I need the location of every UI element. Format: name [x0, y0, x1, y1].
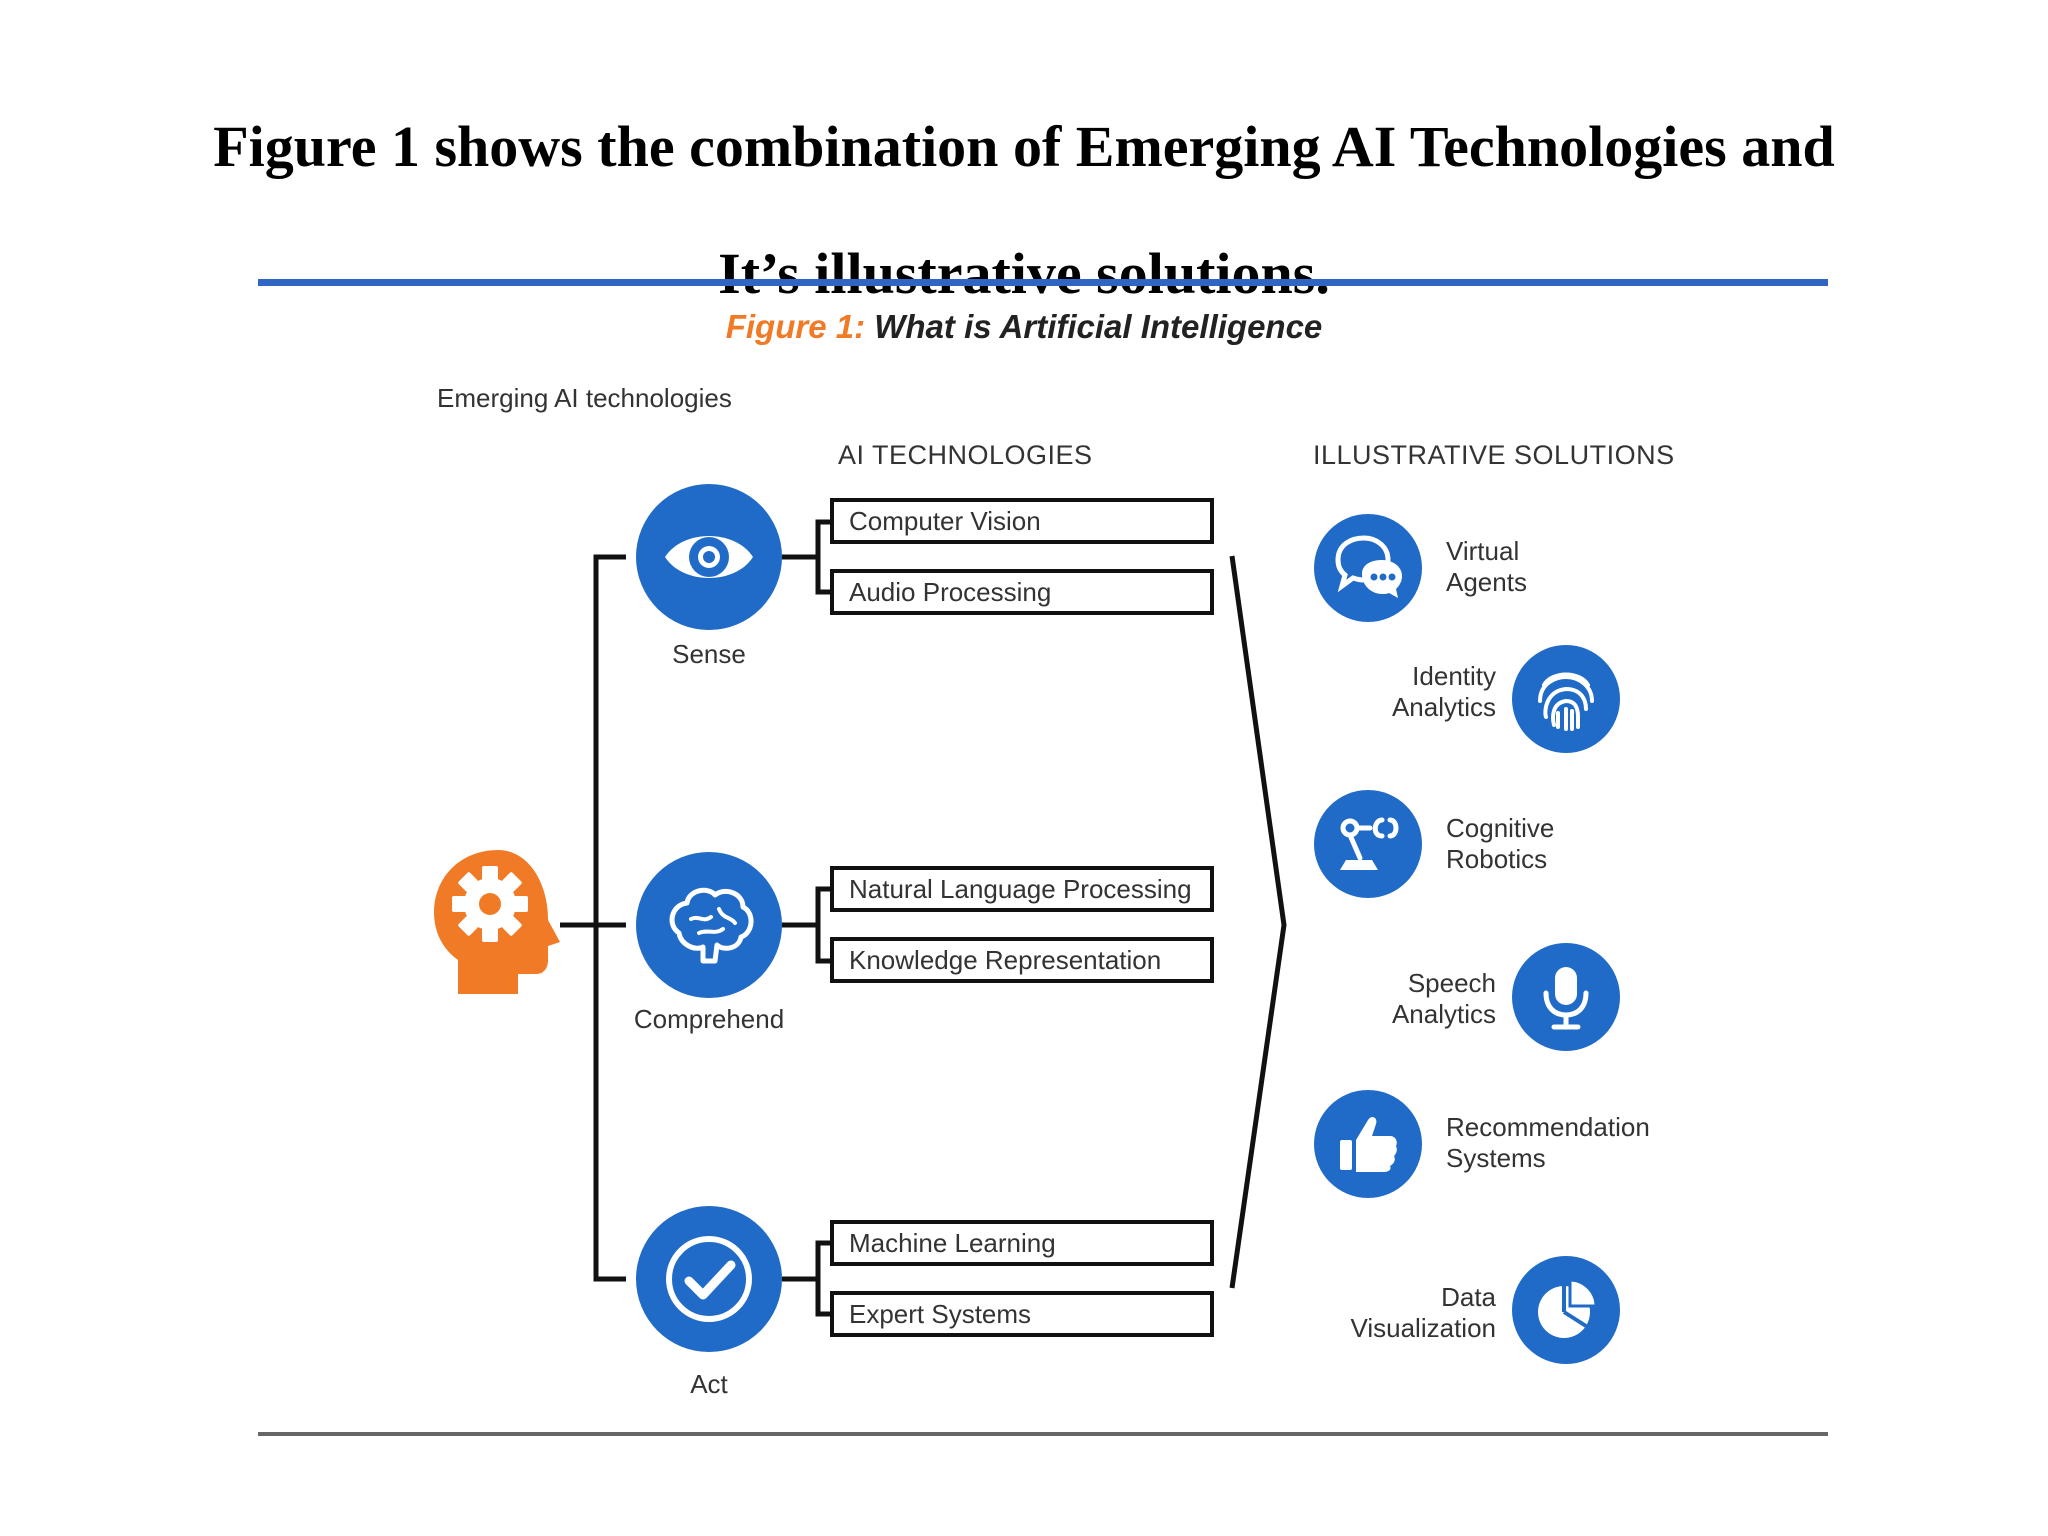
tech-box-machine-learning: Machine Learning [830, 1220, 1214, 1266]
solution-identity-analytics [1512, 645, 1620, 753]
capability-act [636, 1206, 782, 1352]
heading-line-2: It’s illustrative solutions. [718, 241, 1330, 306]
tech-box-knowledge-representation: Knowledge Representation [830, 937, 1214, 983]
microphone-icon [1543, 967, 1589, 1030]
solution-label-virtual-agents: Virtual Agents [1446, 536, 1527, 598]
thumbs-up-icon [1340, 1117, 1397, 1172]
tech-box-expert-systems: Expert Systems [830, 1291, 1214, 1337]
capability-comprehend [636, 852, 782, 998]
column-header-solutions: ILLUSTRATIVE SOLUTIONS [1313, 440, 1675, 470]
ai-head-gear-icon [428, 846, 568, 998]
pie-chart-icon [1538, 1278, 1598, 1338]
brain-icon [669, 887, 754, 964]
heading-line-1: Figure 1 shows the combination of Emergi… [213, 114, 1835, 179]
column-header-technologies: AI TECHNOLOGIES [838, 440, 1093, 470]
solution-label-cognitive-robotics: Cognitive Robotics [1446, 813, 1555, 875]
section-label: Emerging AI technologies [437, 383, 732, 413]
capability-label-comprehend: Comprehend [633, 1004, 785, 1034]
solution-label-data-visualization: Data Visualization [1350, 1282, 1496, 1344]
fingerprint-icon [1538, 672, 1594, 731]
capability-label-act: Act [690, 1369, 728, 1399]
solution-label-speech-analytics: Speech Analytics [1391, 968, 1496, 1030]
top-rule [258, 279, 1828, 286]
figure-title: Figure 1: What is Artificial Intelligenc… [0, 308, 2048, 346]
solution-speech-analytics [1512, 943, 1620, 1051]
figure-title-prefix: Figure 1: [725, 308, 866, 345]
tech-box-natural-language-processing: Natural Language Processing [830, 866, 1214, 912]
solution-cognitive-robotics [1314, 790, 1422, 898]
bottom-rule [258, 1432, 1828, 1436]
tech-box-audio-processing: Audio Processing [830, 569, 1214, 615]
solution-recommendation-systems [1314, 1090, 1422, 1198]
eye-icon [665, 536, 753, 578]
tech-box-computer-vision: Computer Vision [830, 498, 1214, 544]
robot-arm-icon [1340, 817, 1399, 870]
capability-label-sense: Sense [672, 639, 746, 669]
solution-label-recommendation-systems: Recommendation Systems [1446, 1112, 1650, 1174]
solution-label-identity-analytics: Identity Analytics [1391, 661, 1496, 723]
figure-title-text: What is Artificial Intelligence [874, 308, 1323, 345]
checkmark-icon [666, 1236, 752, 1322]
solution-data-visualization [1512, 1256, 1620, 1364]
capability-sense [636, 484, 782, 630]
solution-virtual-agents [1314, 514, 1422, 622]
chat-bubbles-icon [1335, 535, 1402, 598]
